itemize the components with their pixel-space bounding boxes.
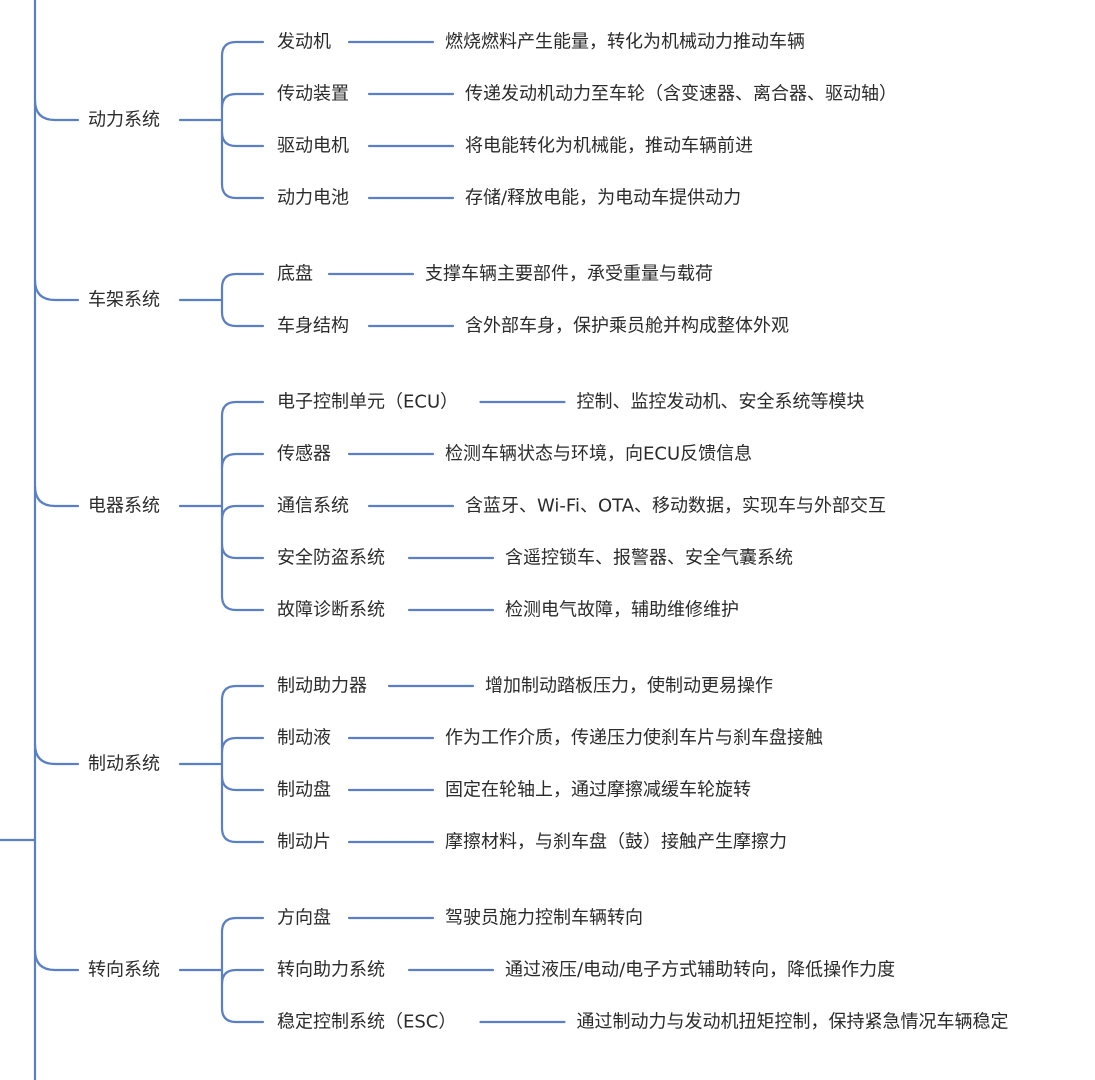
component-branch-line (220, 182, 265, 200)
description-node-label: 通过液压/电动/电子方式辅助转向，降低操作力度 (505, 960, 895, 981)
connector-lines (0, 0, 566, 1080)
description-node-label: 传递发动机动力至车轮（含变速器、离合器、驱动轴） (465, 84, 897, 105)
trunk-to-system-line (33, 742, 80, 766)
system-node-label: 转向系统 (88, 960, 160, 981)
description-node-label: 作为工作介质，传递压力使刹车片与刹车盘接触 (445, 728, 823, 749)
system-node-label: 车架系统 (88, 290, 160, 311)
component-branch-line (220, 774, 265, 792)
description-node-label: 摩擦材料，与刹车盘（鼓）接触产生摩擦力 (445, 832, 787, 853)
component-node-label: 底盘 (277, 264, 313, 285)
component-node-label: 通信系统 (277, 496, 349, 517)
component-branch-line (220, 916, 265, 934)
component-node-label: 动力电池 (277, 188, 349, 209)
component-branch-line (220, 130, 265, 148)
component-node-label: 发动机 (277, 32, 331, 53)
component-node-label: 安全防盗系统 (277, 548, 385, 569)
component-branch-line (220, 504, 265, 522)
description-node-label: 固定在轮轴上，通过摩擦减缓车轮旋转 (445, 780, 751, 801)
component-branch-line (220, 826, 265, 844)
system-node-label: 电器系统 (88, 496, 160, 517)
trunk-to-system-line (33, 278, 80, 302)
description-node-label: 存储/释放电能，为电动车提供动力 (465, 188, 741, 209)
component-branch-line (220, 1006, 265, 1024)
description-node-label: 含外部车身，保护乘员舱并构成整体外观 (465, 316, 789, 337)
component-branch-line (220, 968, 265, 986)
trunk-to-system-line (33, 948, 80, 972)
description-node-label: 检测车辆状态与环境，向ECU反馈信息 (445, 444, 752, 465)
component-branch-line (220, 310, 265, 328)
description-node-label: 含遥控锁车、报警器、安全气囊系统 (505, 548, 793, 569)
component-node-label: 制动盘 (277, 780, 331, 801)
system-node-label: 制动系统 (88, 754, 160, 775)
trunk-to-system-line (33, 98, 80, 122)
component-node-label: 车身结构 (277, 316, 349, 337)
component-node-label: 制动液 (277, 728, 331, 749)
component-node-label: 稳定控制系统（ESC） (277, 1012, 456, 1033)
description-node-label: 将电能转化为机械能，推动车辆前进 (465, 136, 753, 157)
component-node-label: 传感器 (277, 444, 331, 465)
description-node-label: 燃烧燃料产生能量，转化为机械动力推动车辆 (445, 32, 805, 53)
component-node-label: 方向盘 (277, 908, 331, 929)
component-node-label: 制动助力器 (277, 676, 367, 697)
description-node-label: 支撑车辆主要部件，承受重量与载荷 (425, 264, 713, 285)
description-node-label: 驾驶员施力控制车辆转向 (445, 908, 643, 929)
component-branch-line (220, 542, 265, 560)
component-branch-line (220, 92, 265, 110)
description-node-label: 含蓝牙、Wi-Fi、OTA、移动数据，实现车与外部交互 (465, 496, 886, 517)
component-node-label: 电子控制单元（ECU） (277, 392, 458, 413)
component-node-label: 故障诊断系统 (277, 600, 385, 621)
trunk-to-system-line (33, 484, 80, 508)
component-node-label: 驱动电机 (277, 136, 349, 157)
component-node-label: 制动片 (277, 832, 331, 853)
description-node-label: 检测电气故障，辅助维修维护 (505, 600, 739, 621)
description-node-label: 控制、监控发动机、安全系统等模块 (577, 392, 865, 413)
description-node-label: 通过制动力与发动机扭矩控制，保持紧急情况车辆稳定 (577, 1012, 1009, 1033)
component-branch-line (220, 400, 265, 418)
component-branch-line (220, 452, 265, 470)
component-branch-line (220, 736, 265, 754)
description-node-label: 增加制动踏板压力，使制动更易操作 (485, 676, 773, 697)
component-branch-line (220, 40, 265, 58)
component-branch-line (220, 684, 265, 702)
component-branch-line (220, 272, 265, 290)
component-node-label: 转向助力系统 (277, 960, 385, 981)
system-node-label: 动力系统 (88, 110, 160, 131)
component-node-label: 传动装置 (277, 84, 349, 105)
component-branch-line (220, 594, 265, 612)
